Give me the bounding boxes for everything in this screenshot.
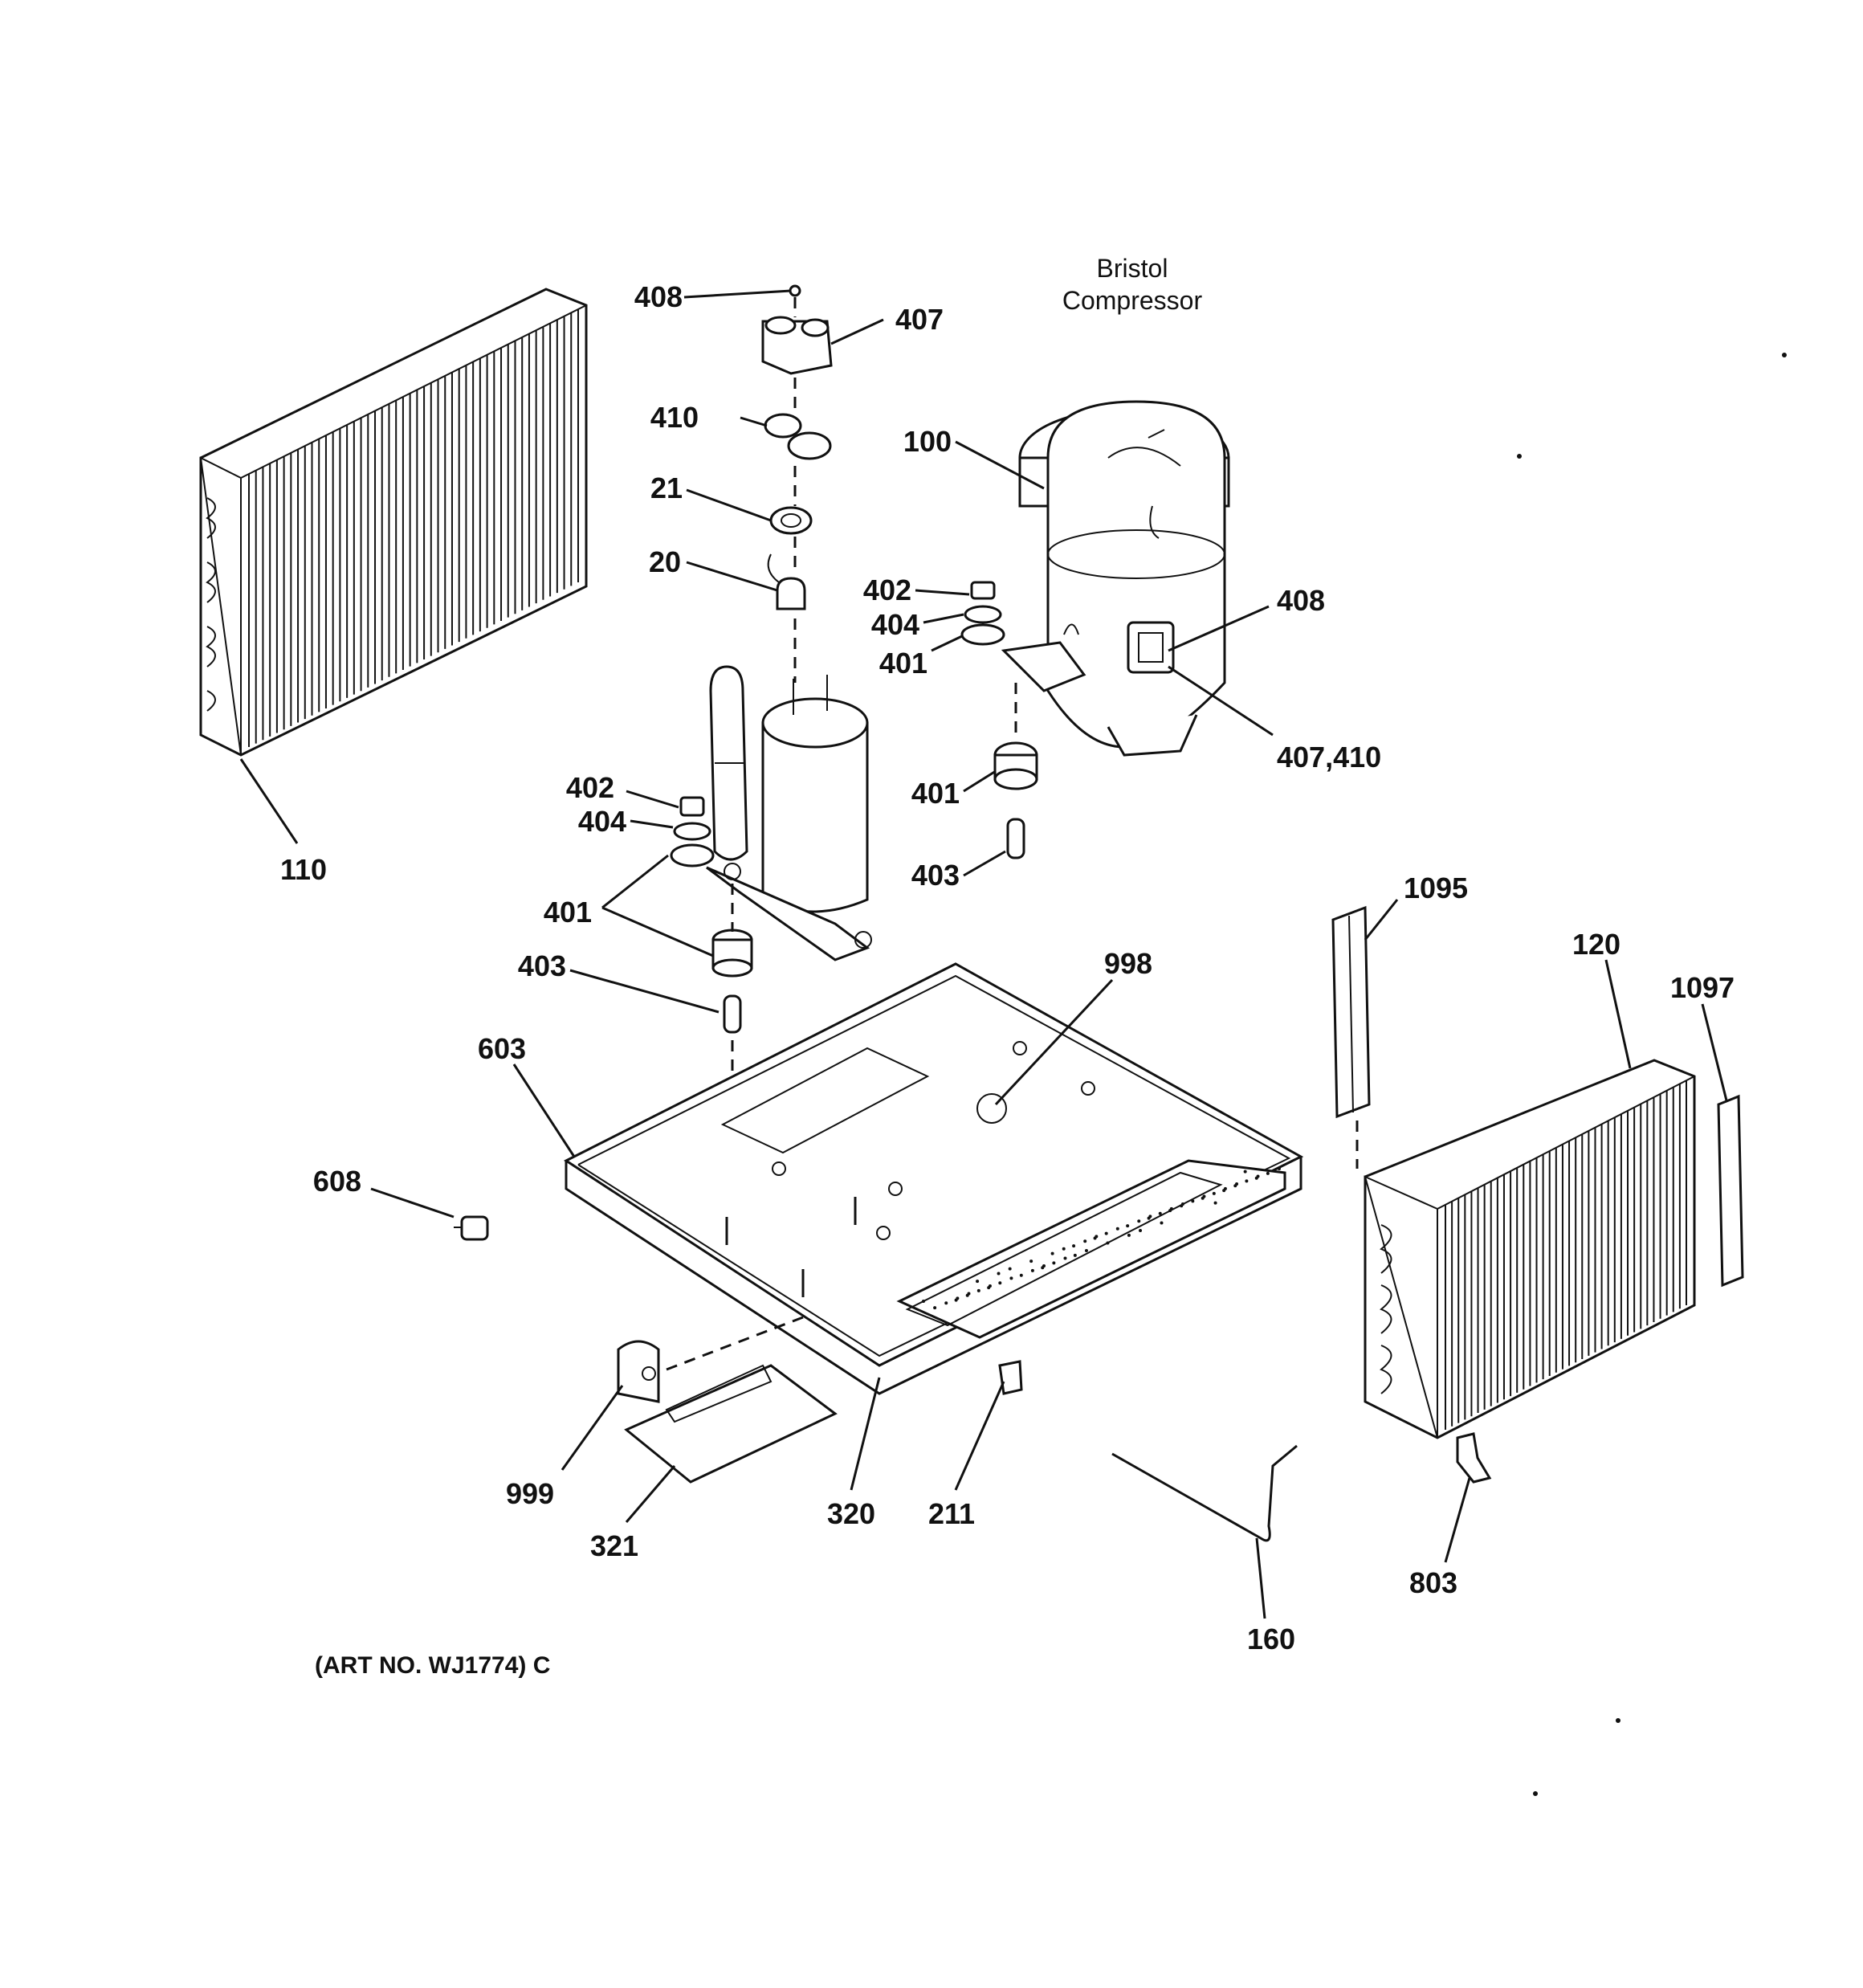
callout-408-right: 408: [1277, 584, 1325, 617]
callout-408: 408: [634, 280, 683, 313]
callout-403-left: 403: [518, 949, 566, 982]
condenser-coil-110: [199, 288, 588, 757]
callout-120: 120: [1572, 928, 1620, 961]
callout-999: 999: [506, 1477, 554, 1510]
mount-kit-left: [670, 796, 753, 1125]
evaporator-coil-120: [1364, 1059, 1696, 1439]
callout-402-right: 402: [863, 574, 911, 606]
callout-1097: 1097: [1670, 971, 1735, 1004]
part-321: [624, 1364, 838, 1484]
callout-211: 211: [928, 1497, 975, 1530]
callout-100: 100: [903, 425, 952, 458]
callout-404-right: 404: [871, 608, 919, 641]
bracket-1097: [1717, 1094, 1744, 1288]
art-number: (ART NO. WJ1774) C: [315, 1652, 550, 1679]
callout-407: 407: [895, 303, 944, 336]
callout-410: 410: [650, 401, 699, 434]
leader-lines: [239, 289, 1728, 1619]
part-211: [998, 1360, 1023, 1395]
part-608: [454, 1215, 489, 1241]
callout-603: 603: [478, 1032, 526, 1065]
callout-401-right-2: 401: [911, 777, 960, 810]
callout-21: 21: [650, 471, 683, 504]
callout-1095: 1095: [1404, 872, 1468, 904]
part-160: [1111, 1444, 1298, 1542]
callout-998: 998: [1104, 947, 1152, 980]
callout-321: 321: [590, 1529, 638, 1562]
bracket-803: [1456, 1432, 1492, 1484]
callout-20: 20: [649, 545, 681, 578]
bristol-compressor-100: [1001, 400, 1230, 757]
callout-404-left: 404: [578, 805, 626, 838]
base-pan-603: [564, 962, 1304, 1395]
caption-line-1: Bristol: [1097, 254, 1168, 283]
callout-803: 803: [1409, 1566, 1457, 1599]
callout-608: 608: [313, 1165, 361, 1198]
callout-401-right: 401: [879, 647, 927, 680]
bracket-1095: [1331, 905, 1371, 1169]
callout-320: 320: [827, 1497, 875, 1530]
caption-line-2: Compressor: [1062, 286, 1203, 315]
part-999: [617, 1316, 804, 1403]
callout-407-410: 407,410: [1277, 741, 1381, 774]
scan-specks: [1517, 353, 1787, 1796]
mount-kit-right: [960, 581, 1038, 859]
callout-401-left: 401: [544, 896, 592, 929]
callout-402-left: 402: [566, 771, 614, 804]
callout-160: 160: [1247, 1623, 1295, 1655]
callout-403-right: 403: [911, 859, 960, 892]
terminal-stack: [761, 284, 833, 683]
callout-110: 110: [280, 853, 327, 886]
rotary-compressor: [706, 665, 872, 961]
